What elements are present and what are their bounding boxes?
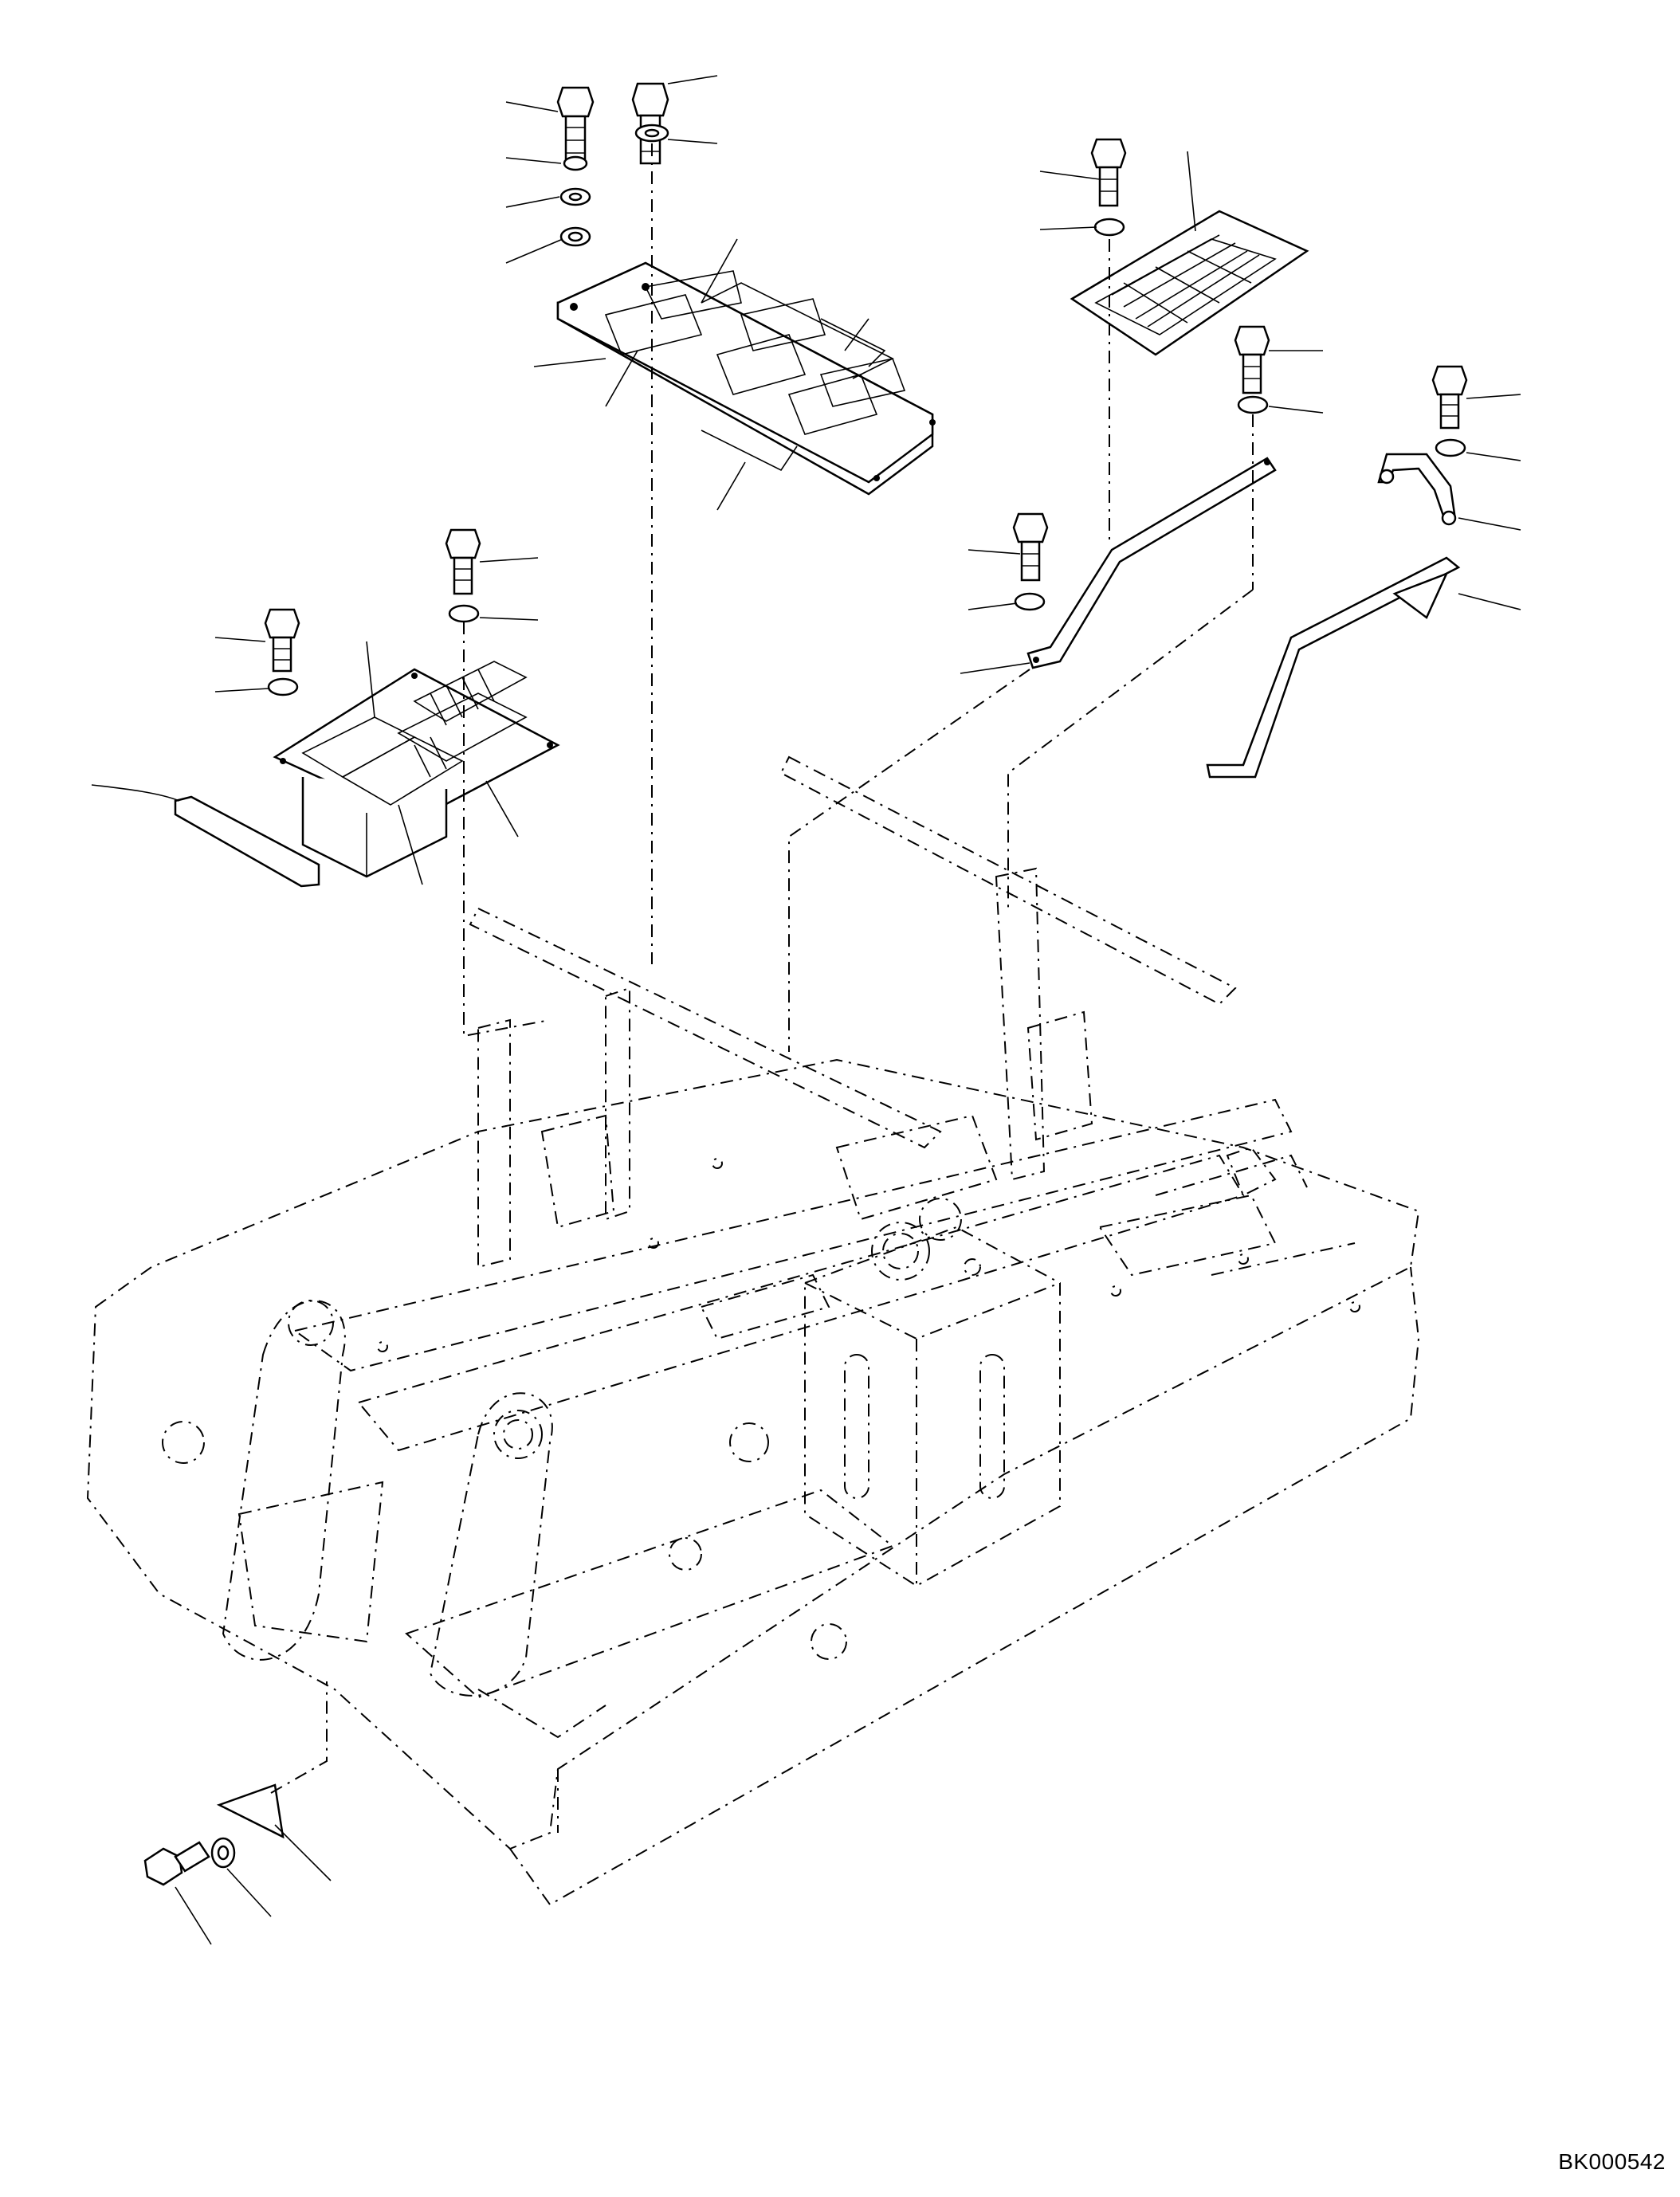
washer-icon: [1093, 218, 1125, 237]
bottom-bracket: [143, 1681, 332, 1945]
washer-icon: [1435, 438, 1466, 457]
bolt-icon: [143, 1841, 210, 1886]
right-plate-fasteners: [1039, 138, 1127, 542]
bolt-icon: [264, 608, 300, 673]
bolt-icon: [556, 86, 595, 166]
bolt-icon: [1431, 365, 1468, 430]
bolt-icon: [1090, 138, 1127, 207]
left-step-box: [91, 528, 560, 1038]
washer-icon: [267, 677, 299, 696]
center-floor-plate: [556, 261, 936, 496]
revolving-frame: [86, 755, 1420, 1906]
washer-icon: [563, 155, 588, 171]
handrail: [1206, 365, 1521, 779]
bolt-icon: [1234, 325, 1270, 394]
center-plate-fasteners: [505, 75, 869, 964]
washer-icon: [1237, 395, 1269, 414]
bolt-icon: [445, 528, 481, 595]
step-bracket: [788, 325, 1324, 1052]
bolt-icon: [631, 82, 669, 165]
drawing-code: BK000542: [1558, 2149, 1666, 2174]
washer-icon: [448, 604, 480, 623]
right-step-plate: [1070, 151, 1309, 356]
bolt-icon: [1012, 512, 1049, 582]
washer-icon: [1014, 592, 1046, 611]
